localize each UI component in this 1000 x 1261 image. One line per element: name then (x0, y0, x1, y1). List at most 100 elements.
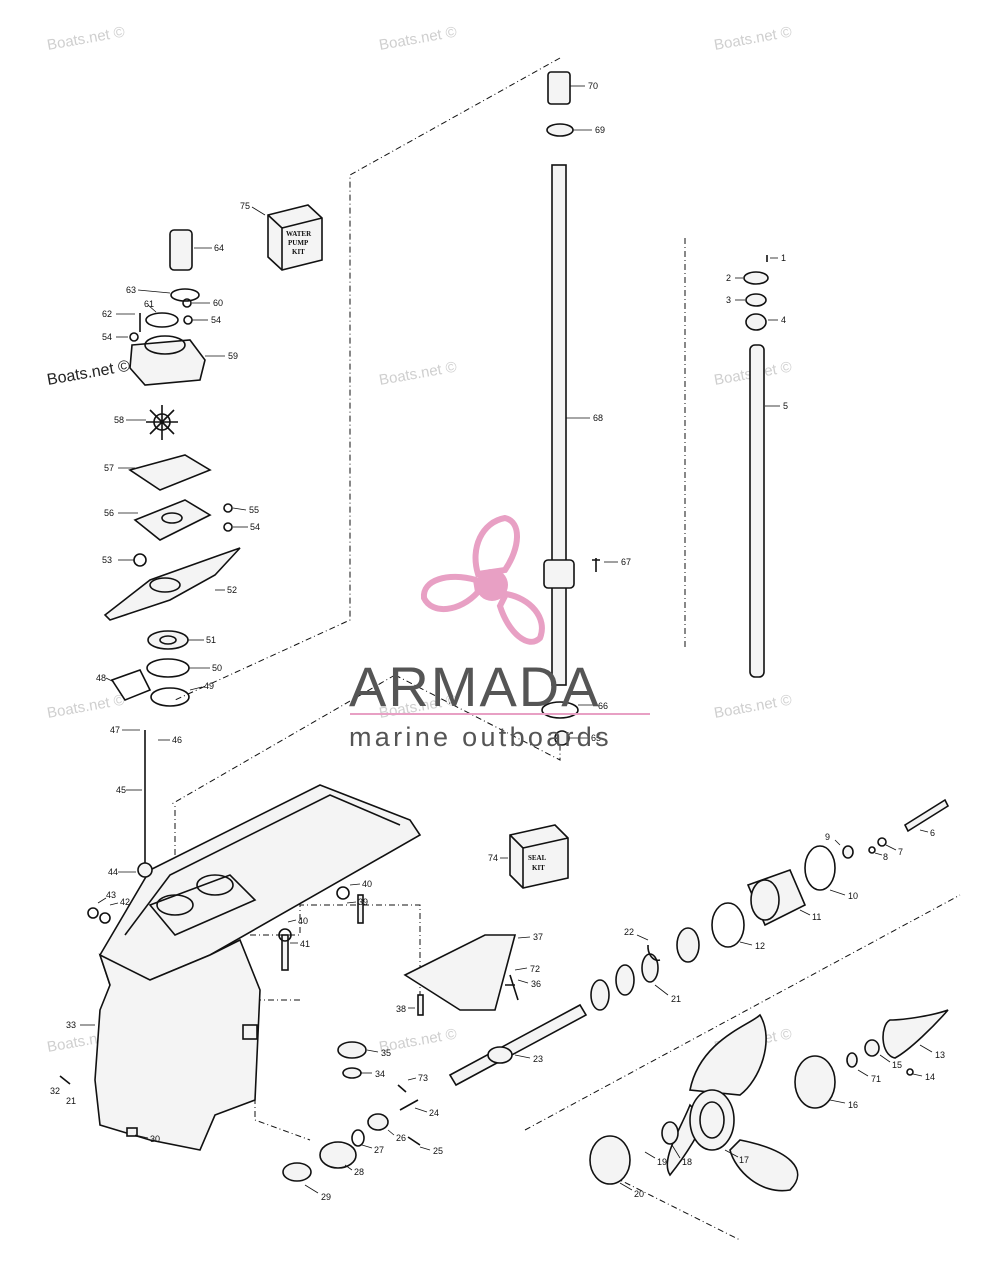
gasket-part (110, 669, 152, 701)
watermark-text: Boats.net © (713, 24, 793, 54)
kit-label-line: KIT (292, 248, 305, 256)
brand-logo: ARMADA marine outboards (349, 514, 650, 752)
part-number: 7 (898, 847, 903, 857)
brand-tagline: marine outboards (349, 722, 612, 752)
part-number: 21 (671, 994, 681, 1004)
reverse-gear-part (676, 927, 700, 963)
part-number: 13 (935, 1050, 945, 1060)
kit-label-line: PUMP (288, 239, 309, 247)
part-number: 35 (381, 1048, 391, 1058)
bearing-cup-part (282, 1162, 312, 1182)
part-number: 54 (102, 332, 112, 342)
water-pump-kit-box: WATER PUMP KIT (267, 204, 323, 271)
part-number: 22 (624, 927, 634, 937)
coupler-part (137, 862, 153, 878)
part-number: 19 (657, 1157, 667, 1167)
part-number: 50 (212, 663, 222, 673)
part-number: 27 (374, 1145, 384, 1155)
watermark-text: Boats.net © (46, 24, 126, 54)
part-number: 40 (298, 916, 308, 926)
propeller-assembly (589, 1009, 949, 1192)
part-number: 42 (120, 897, 130, 907)
gear-part (590, 979, 610, 1011)
shift-rod-part (749, 344, 765, 678)
bushing-part (745, 293, 767, 307)
part-number: 15 (892, 1060, 902, 1070)
part-number: 67 (621, 557, 631, 567)
part-number: 38 (396, 1004, 406, 1014)
pump-base-part (103, 547, 241, 621)
part-number: 25 (433, 1146, 443, 1156)
part-number: 26 (396, 1133, 406, 1143)
bracket-part (743, 271, 769, 285)
thrust-washer-part (351, 1129, 365, 1147)
propeller-shaft-assembly (448, 1003, 588, 1087)
housing-body-part (94, 938, 261, 1151)
part-number: 37 (533, 932, 543, 942)
part-number: 70 (588, 81, 598, 91)
kit-label-line: SEAL (528, 854, 547, 862)
washer-part (641, 953, 659, 983)
seal-part (170, 288, 200, 302)
part-number: 53 (102, 555, 112, 565)
shift-rod-assembly (743, 255, 769, 678)
part-number: 66 (598, 701, 608, 711)
forward-gear-part (319, 1141, 357, 1169)
part-number: 51 (206, 635, 216, 645)
part-number: 54 (211, 315, 221, 325)
gear-set (282, 1041, 421, 1182)
part-number: 9 (825, 832, 830, 842)
part-number: 14 (925, 1072, 935, 1082)
part-number: 48 (96, 673, 106, 683)
part-number: 56 (104, 508, 114, 518)
part-number: 34 (375, 1069, 385, 1079)
part-number: 45 (116, 785, 126, 795)
part-number: 6 (930, 828, 935, 838)
part-number: 5 (783, 401, 788, 411)
bushing-part (547, 71, 571, 105)
part-number: 40 (362, 879, 372, 889)
thrust-washer-part (615, 964, 635, 996)
part-number: 11 (812, 912, 821, 922)
housing-fasteners (278, 886, 424, 1016)
o-ring-part (146, 658, 190, 678)
shim-part (541, 701, 579, 719)
impeller-part (146, 405, 178, 440)
shift-shaft-assembly (59, 730, 153, 1085)
thrust-hub-part (589, 1135, 631, 1185)
bolt-part (903, 798, 950, 833)
part-number: 74 (488, 853, 498, 863)
part-number: 28 (354, 1167, 364, 1177)
part-number: 17 (739, 1155, 749, 1165)
part-number: 8 (883, 852, 888, 862)
part-number: 69 (595, 125, 605, 135)
propeller-hub-part (689, 1089, 735, 1151)
bearing-part (342, 1067, 362, 1079)
propeller-blade-part (729, 1139, 799, 1192)
watermark-text: Boats.net © (46, 692, 126, 722)
propeller-blade-part (689, 1013, 767, 1096)
part-number: 12 (755, 941, 765, 951)
seal-part (147, 630, 189, 650)
part-number: 4 (781, 315, 786, 325)
clutch-part (367, 1113, 389, 1131)
watermark-text: Boats.net © (46, 358, 132, 389)
part-number: 57 (104, 463, 114, 473)
part-number: 20 (634, 1189, 644, 1199)
pump-housing-part (129, 339, 206, 386)
part-number: 68 (593, 413, 603, 423)
bearing-carrier-assembly (590, 798, 950, 1011)
part-number: 1 (781, 253, 786, 263)
kit-label-line: KIT (532, 864, 545, 872)
o-ring-part (711, 902, 745, 948)
part-number: 24 (429, 1108, 439, 1118)
washer-part (846, 1052, 858, 1068)
propeller-logo-icon (420, 514, 545, 645)
part-number: 2 (726, 273, 731, 283)
bearing-part (543, 559, 575, 589)
bearing-part (554, 730, 570, 746)
part-number: 43 (106, 890, 116, 900)
part-number: 29 (321, 1192, 331, 1202)
pinion-gear-part (337, 1041, 367, 1059)
